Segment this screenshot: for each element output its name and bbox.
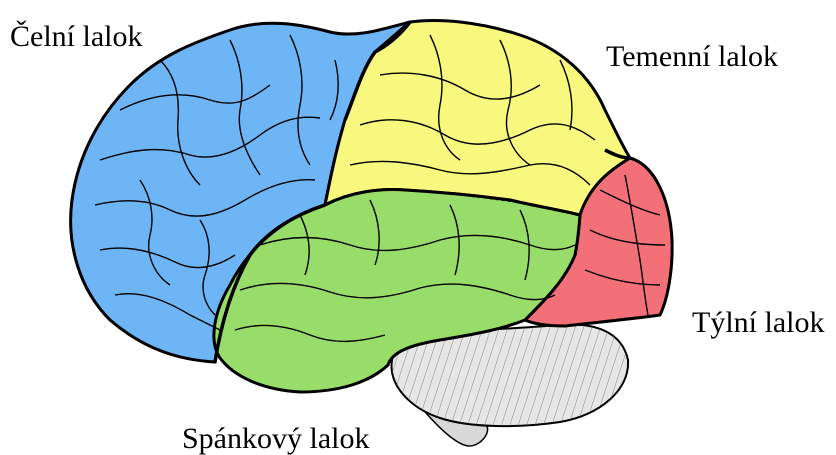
label-frontal-lobe: Čelní lalok: [10, 22, 142, 52]
label-parietal-lobe: Temenní lalok: [606, 42, 778, 72]
label-occipital-lobe: Týlní lalok: [692, 308, 824, 338]
label-temporal-lobe: Spánkový lalok: [182, 424, 370, 454]
